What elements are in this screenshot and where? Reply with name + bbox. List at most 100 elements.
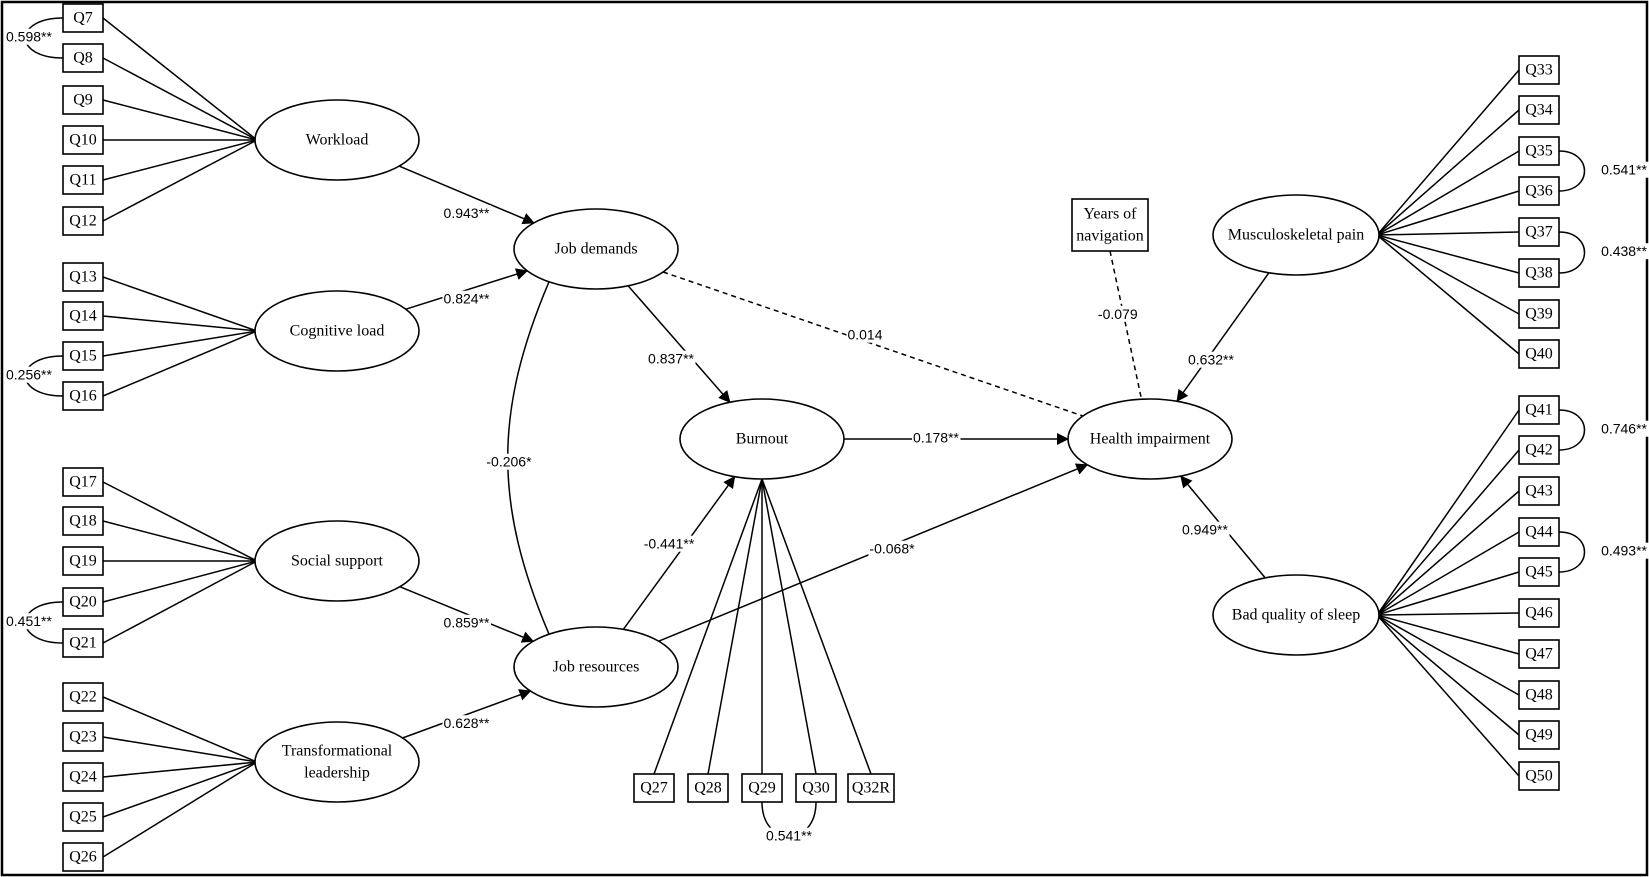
error-covariance-coef-q44-q45: 0.493** <box>1601 543 1647 559</box>
indicator-q50 <box>1518 761 1560 791</box>
path-workload-to-job-demands <box>398 165 535 225</box>
coef-background <box>846 326 884 343</box>
loading-line-q45 <box>1376 571 1520 616</box>
loading-line-q20 <box>102 560 258 603</box>
indicator-label-q12: Q12 <box>69 213 97 230</box>
indicator-box <box>741 773 783 803</box>
latent-label-transformational-leadership-line-2: leadership <box>304 765 370 782</box>
loading-line-q17 <box>102 481 258 562</box>
indicator-q34 <box>1518 95 1560 125</box>
indicator-q41 <box>1518 395 1560 425</box>
coef-background <box>5 28 54 45</box>
loading-line-q41 <box>1376 409 1520 616</box>
latent-label-job-demands: Job demands <box>554 241 637 258</box>
coef-background <box>868 540 917 557</box>
indicator-label-q30: Q30 <box>802 780 830 797</box>
indicator-label-q22: Q22 <box>69 689 97 706</box>
loading-line-q14 <box>102 315 258 332</box>
indicator-label-q15: Q15 <box>69 348 97 365</box>
loading-line-q44 <box>1376 531 1520 616</box>
path-transformational-leadership-to-job-resources <box>402 689 532 739</box>
error-covariance-coef-q41-q42: 0.746** <box>1601 421 1647 437</box>
indicator-q29 <box>741 773 783 803</box>
loading-line-q50 <box>1376 614 1520 777</box>
error-covariance-coef-q29-q30: 0.541** <box>766 828 812 844</box>
latent-ellipse <box>1212 194 1380 276</box>
latent-label-transformational-leadership-line-1: Transformational <box>282 743 393 760</box>
coef-background <box>647 350 696 367</box>
latent-ellipse <box>254 721 420 803</box>
indicator-q12 <box>62 206 104 236</box>
indicator-box <box>1518 639 1560 669</box>
indicator-box <box>1518 339 1560 369</box>
indicator-box <box>1518 136 1560 166</box>
loading-line-q32r <box>761 478 872 775</box>
latent-ellipse <box>254 99 420 181</box>
indicator-label-q44: Q44 <box>1525 524 1553 541</box>
indicator-q18 <box>62 506 104 536</box>
indicator-label-q23: Q23 <box>69 729 97 746</box>
indicator-q42 <box>1518 435 1560 465</box>
indicator-q36 <box>1518 176 1560 206</box>
indicator-label-q17: Q17 <box>69 474 97 491</box>
error-covariance-q44-q45 <box>1558 531 1586 573</box>
loading-line-q35 <box>1376 150 1520 236</box>
latent-label-workload: Workload <box>306 132 369 149</box>
latent-label-bad-quality-of-sleep: Bad quality of sleep <box>1232 607 1360 624</box>
path-coef-transformational-leadership-to-job-resources: 0.628** <box>444 715 490 731</box>
path-coef-job-resources-to-burnout: -0.441** <box>644 536 695 552</box>
indicator-box <box>62 43 104 73</box>
observed-label-years-of-navigation-line-1: Years of <box>1083 206 1137 223</box>
indicator-q21 <box>62 628 104 658</box>
coef-background <box>1600 542 1649 559</box>
indicator-box <box>62 722 104 752</box>
indicator-box <box>1518 517 1560 547</box>
loading-line-q37 <box>1376 231 1520 236</box>
latent-label-musculoskeletal-pain: Musculoskeletal pain <box>1228 227 1364 244</box>
indicator-q13 <box>62 262 104 292</box>
indicator-box <box>1518 557 1560 587</box>
indicator-q24 <box>62 762 104 792</box>
indicator-box <box>62 802 104 832</box>
loading-line-q43 <box>1376 490 1520 616</box>
indicator-q38 <box>1518 258 1560 288</box>
coef-background <box>442 715 492 732</box>
indicator-label-q50: Q50 <box>1525 768 1553 785</box>
indicator-q8 <box>62 43 104 73</box>
indicator-box <box>62 262 104 292</box>
indicator-label-q47: Q47 <box>1525 646 1553 663</box>
error-covariance-q37-q38 <box>1558 231 1586 274</box>
indicator-box <box>1518 55 1560 85</box>
indicator-label-q18: Q18 <box>69 513 97 530</box>
indicator-box <box>62 467 104 497</box>
path-job-demands-to-burnout <box>627 285 731 403</box>
latent-label-job-resources: Job resources <box>553 659 640 676</box>
coef-background <box>1187 351 1236 368</box>
indicator-label-q16: Q16 <box>69 388 97 405</box>
path-musculoskeletal-pain-to-health-impairment <box>1176 272 1270 403</box>
loading-line-q47 <box>1376 614 1520 655</box>
indicator-box <box>62 546 104 576</box>
latent-job-resources <box>513 626 679 708</box>
path-coef-musculoskeletal-pain-to-health-impairment: 0.632** <box>1188 352 1234 368</box>
indicator-q10 <box>62 125 104 155</box>
indicator-q46 <box>1518 598 1560 628</box>
loading-line-q12 <box>102 139 258 222</box>
coef-background <box>642 535 696 552</box>
observed-years-of-navigation <box>1071 198 1149 252</box>
indicator-label-q34: Q34 <box>1525 102 1553 119</box>
indicator-label-q10: Q10 <box>69 132 97 149</box>
indicator-label-q45: Q45 <box>1525 564 1553 581</box>
indicator-label-q25: Q25 <box>69 809 97 826</box>
indicator-label-q11: Q11 <box>70 172 97 189</box>
coef-background <box>1600 161 1649 178</box>
loading-line-q38 <box>1376 234 1520 274</box>
loading-line-q22 <box>102 696 258 763</box>
path-coef-job-resources-to-health-impairment: -0.068* <box>869 541 915 557</box>
indicator-box <box>62 85 104 115</box>
path-job-demands-to-health-impairment <box>662 271 1084 417</box>
indicator-box <box>1518 435 1560 465</box>
indicator-q11 <box>62 165 104 195</box>
indicator-label-q9: Q9 <box>73 92 93 109</box>
